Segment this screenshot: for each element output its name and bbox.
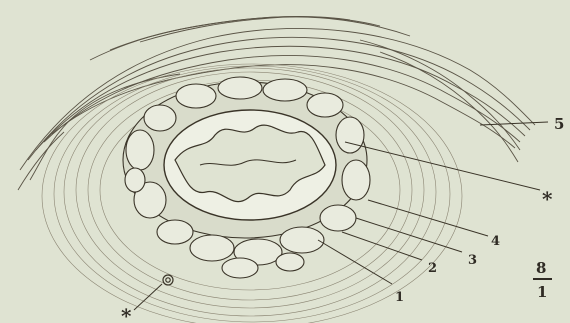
label-1: 1 xyxy=(395,290,404,305)
folded-lumen xyxy=(164,110,336,220)
label-star-bottom: * xyxy=(121,304,132,323)
label-5: 5 xyxy=(554,115,564,133)
label-star-right: * xyxy=(542,187,553,211)
small-vessel xyxy=(163,275,173,285)
scale-numerator: 8 xyxy=(536,259,546,277)
label-2: 2 xyxy=(428,261,437,276)
label-3: 3 xyxy=(468,253,477,268)
label-4: 4 xyxy=(491,234,500,249)
scale-denominator: 1 xyxy=(537,283,547,301)
